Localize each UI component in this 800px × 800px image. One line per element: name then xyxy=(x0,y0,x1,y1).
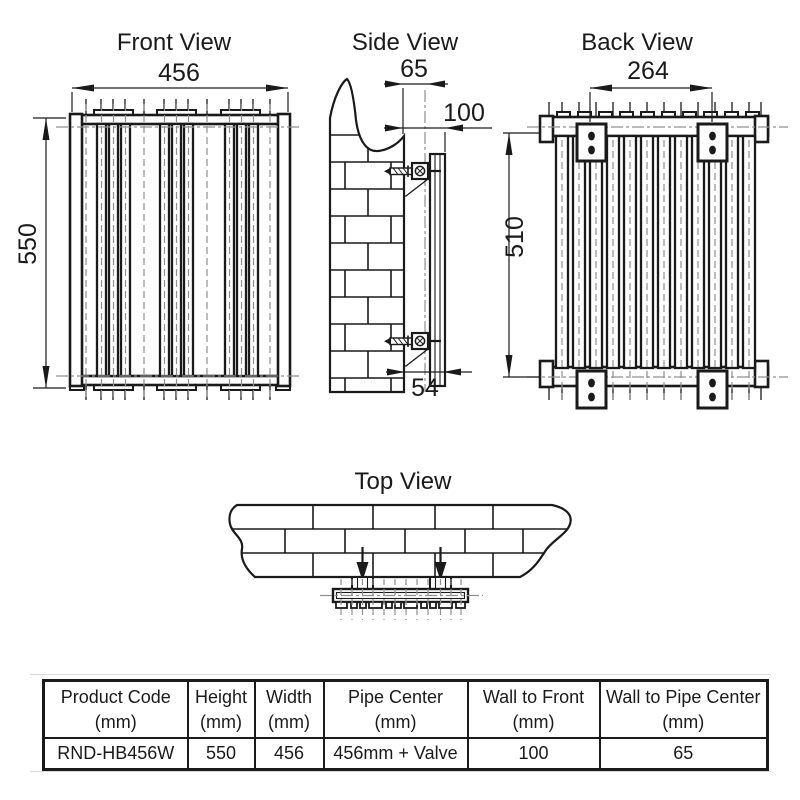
header-pipe-center-unit: (mm) xyxy=(374,711,417,732)
side-view-title: Side View xyxy=(352,29,459,56)
side-bottom-label: 54 xyxy=(411,374,439,402)
top-view: Top View xyxy=(228,468,572,620)
front-view: Front View xyxy=(14,29,302,400)
side-wall-brackets xyxy=(384,161,441,367)
header-wall-to-pipe-center: Wall to Pipe Center (mm) xyxy=(598,679,769,739)
back-bracket-span-label: 264 xyxy=(627,57,669,85)
back-tubes xyxy=(554,134,757,370)
back-bracket-holes xyxy=(588,131,716,402)
top-wall xyxy=(228,503,572,579)
back-view: Back View xyxy=(501,29,788,410)
front-height-label: 550 xyxy=(14,223,42,265)
header-product-code: Product Code (mm) xyxy=(42,679,189,739)
front-width-label: 456 xyxy=(158,59,200,87)
value-wall-to-pipe-center: 65 xyxy=(598,737,769,771)
front-width-dimension xyxy=(71,84,289,112)
back-brackets xyxy=(575,122,729,410)
header-wall-to-pipe-center-unit: (mm) xyxy=(662,711,705,732)
table-bottom-hairline xyxy=(30,771,771,772)
front-radiator xyxy=(68,109,292,391)
table-top-hairline xyxy=(30,674,771,675)
header-wall-to-front-title: Wall to Front xyxy=(482,686,585,707)
header-pipe-center: Pipe Center (mm) xyxy=(322,679,469,739)
back-radiator xyxy=(538,111,770,389)
side-view: Side View xyxy=(328,29,492,402)
value-wall-to-front: 100 xyxy=(466,737,601,771)
top-anchor-arrows xyxy=(356,547,447,581)
front-view-title: Front View xyxy=(117,29,232,56)
spec-table-wrap: Product Code (mm) Height (mm) Width (mm)… xyxy=(42,679,769,771)
back-bracket-height-label: 510 xyxy=(501,216,529,258)
top-centerlines xyxy=(320,579,483,620)
header-width-title: Width xyxy=(265,686,312,707)
header-height: Height (mm) xyxy=(186,679,256,739)
spec-table-header-row: Product Code (mm) Height (mm) Width (mm)… xyxy=(42,679,769,739)
header-width-unit: (mm) xyxy=(268,711,310,732)
drawing-views: Front View xyxy=(14,29,788,620)
front-height-dimension xyxy=(33,117,66,389)
top-view-title: Top View xyxy=(355,468,453,495)
side-radiator-profile xyxy=(428,152,447,388)
back-bracket-height-dimension xyxy=(503,132,541,378)
top-bracket-stems xyxy=(351,576,452,590)
top-radiator xyxy=(331,587,470,609)
header-product-code-unit: (mm) xyxy=(94,711,137,732)
header-wall-to-front-unit: (mm) xyxy=(512,711,555,732)
value-pipe-center: 456mm + Valve xyxy=(322,737,469,771)
header-height-unit: (mm) xyxy=(200,711,242,732)
side-wall-to-front-dimension xyxy=(384,124,492,152)
front-centerlines xyxy=(56,104,302,397)
value-product-code: RND-HB456W xyxy=(42,737,189,771)
header-wall-to-front: Wall to Front (mm) xyxy=(466,679,601,739)
header-pipe-center-title: Pipe Center xyxy=(347,686,444,707)
header-width: Width (mm) xyxy=(253,679,325,739)
side-pipe-center-dimension xyxy=(384,80,448,134)
side-bottom-dimension xyxy=(386,368,472,376)
back-centerlines xyxy=(527,126,788,400)
value-width: 456 xyxy=(253,737,325,771)
back-top-notches xyxy=(556,111,760,118)
side-wall-to-front-label: 100 xyxy=(443,99,485,127)
side-pipe-center-label: 65 xyxy=(400,55,428,83)
back-view-title: Back View xyxy=(581,29,693,56)
header-wall-to-pipe-center-title: Wall to Pipe Center xyxy=(606,686,761,707)
header-product-code-title: Product Code xyxy=(60,686,171,707)
value-height: 550 xyxy=(186,737,256,771)
top-tube-tabs xyxy=(335,601,466,609)
spec-table: Product Code (mm) Height (mm) Width (mm)… xyxy=(42,679,769,771)
header-height-title: Height xyxy=(194,686,248,707)
front-tubes xyxy=(95,122,260,378)
back-bracket-span-dimension xyxy=(589,84,713,122)
spec-table-value-row: RND-HB456W 550 456 456mm + Valve 100 65 xyxy=(42,737,769,771)
